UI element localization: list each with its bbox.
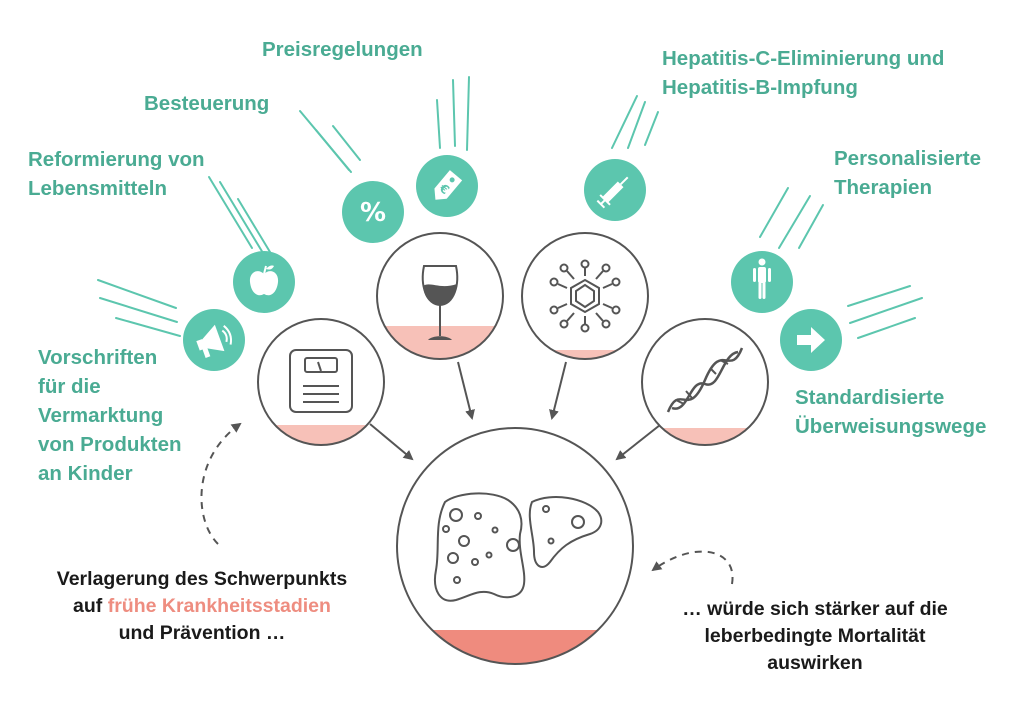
virus-circle bbox=[521, 232, 649, 360]
syringe-icon bbox=[596, 176, 629, 209]
caption-shift-focus: Verlagerung des Schwerpunkts auf frühe K… bbox=[12, 566, 392, 647]
liver-icon bbox=[434, 492, 603, 602]
wine-circle bbox=[376, 232, 504, 360]
caption-mortality: … würde sich stärker auf die leberbeding… bbox=[630, 596, 1000, 677]
arrow-right-icon bbox=[797, 327, 825, 353]
caption-shift-line2: auf frühe Krankheitsstadien bbox=[12, 593, 392, 620]
badge-human-body bbox=[731, 251, 793, 313]
label-personalisierte-line2: Therapien bbox=[834, 176, 932, 199]
label-vorschriften-line4: von Produkten bbox=[38, 433, 182, 456]
caption-mortality-line3: auswirken bbox=[767, 652, 863, 674]
label-reformierung-line2: Lebensmitteln bbox=[28, 177, 167, 200]
label-besteuerung-text: Besteuerung bbox=[144, 92, 270, 115]
badge-apple bbox=[233, 251, 295, 313]
label-vorschriften-line1: Vorschriften bbox=[38, 346, 158, 369]
label-personalisierte: Personalisierte Therapien bbox=[834, 144, 981, 202]
label-reformierung-line1: Reformierung von bbox=[28, 148, 205, 171]
badge-megaphone bbox=[183, 309, 245, 371]
apple-icon bbox=[249, 265, 279, 296]
virus-icon bbox=[549, 259, 621, 333]
megaphone-icon bbox=[196, 324, 232, 358]
dna-circle bbox=[641, 318, 769, 446]
caption-mortality-line1: … würde sich stärker auf die bbox=[682, 598, 948, 620]
dashed-arrows bbox=[200, 422, 734, 585]
label-standardisierte-line1: Standardisierte bbox=[795, 386, 945, 409]
caption-shift-auf: auf bbox=[73, 595, 108, 617]
badge-arrow bbox=[780, 309, 842, 371]
dna-icon bbox=[666, 347, 744, 413]
liver-circle bbox=[396, 427, 634, 665]
label-personalisierte-line1: Personalisierte bbox=[834, 147, 981, 170]
percent-icon: % bbox=[360, 198, 386, 228]
scale-circle bbox=[257, 318, 385, 446]
human-body-icon bbox=[753, 258, 771, 299]
badge-price-tag: € bbox=[416, 155, 478, 217]
label-standardisierte: Standardisierte Überweisungswege bbox=[795, 383, 986, 441]
label-hepatitis: Hepatitis-C-Eliminierung und Hepatitis-B… bbox=[662, 44, 944, 102]
caption-shift-line1: Verlagerung des Schwerpunkts bbox=[56, 568, 348, 590]
label-vorschriften-line2: für die bbox=[38, 375, 101, 398]
wine-glass-icon bbox=[421, 265, 459, 340]
label-reformierung: Reformierung von Lebensmitteln bbox=[28, 145, 205, 203]
badge-percent: % bbox=[342, 181, 404, 243]
caption-shift-line3: und Prävention … bbox=[118, 622, 286, 644]
ray-lines bbox=[97, 76, 923, 339]
flow-arrows bbox=[369, 361, 661, 461]
label-vorschriften: Vorschriften für die Vermarktung von Pro… bbox=[38, 343, 182, 488]
weight-scale-icon bbox=[289, 349, 353, 413]
label-hepatitis-line1: Hepatitis-C-Eliminierung und bbox=[662, 47, 945, 70]
caption-highlight-early-stages: frühe Krankheitsstadien bbox=[107, 595, 331, 617]
label-vorschriften-line3: Vermarktung bbox=[38, 404, 164, 427]
badge-syringe bbox=[584, 159, 646, 221]
caption-mortality-line2: leberbedingte Mortalität bbox=[704, 625, 926, 647]
label-hepatitis-line2: Hepatitis-B-Impfung bbox=[662, 76, 858, 99]
label-preisregelungen: Preisregelungen bbox=[262, 35, 423, 64]
label-preisregelungen-text: Preisregelungen bbox=[262, 38, 423, 61]
label-besteuerung: Besteuerung bbox=[144, 89, 269, 118]
price-tag-euro-icon: € bbox=[434, 170, 463, 200]
label-vorschriften-line5: an Kinder bbox=[38, 462, 133, 485]
label-standardisierte-line2: Überweisungswege bbox=[795, 415, 987, 438]
